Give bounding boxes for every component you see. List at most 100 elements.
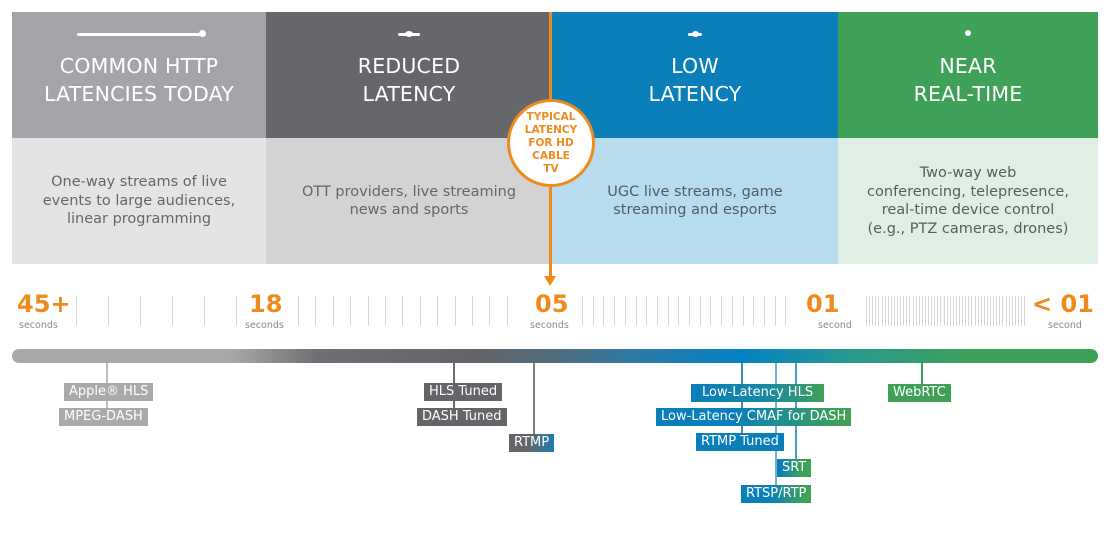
scale-tick [668, 296, 669, 326]
column-description-low-latency: UGC live streams, game streaming and esp… [552, 138, 838, 264]
protocol-rtmp-tuned: RTMP Tuned [696, 433, 784, 451]
scale-tick [894, 296, 895, 326]
scale-unit: second [1048, 320, 1082, 331]
badge-line: FOR HD [528, 136, 574, 149]
scale-tick [978, 296, 979, 326]
scale-value-less-than-01: < 01 [1032, 290, 1094, 318]
column-description-reduced-latency: OTT providers, live streaming news and s… [266, 138, 552, 264]
column-header-reduced-latency: REDUCED LATENCY [266, 12, 552, 138]
scale-tick [996, 296, 997, 326]
column-description-common-http: One-way streams of live events to large … [12, 138, 266, 264]
badge-line: TV [543, 162, 559, 175]
connector-line [533, 363, 535, 443]
hd-cable-latency-badge: TYPICAL LATENCY FOR HD CABLE TV [507, 99, 595, 187]
scale-tick [1012, 296, 1013, 326]
scale-tick [990, 296, 991, 326]
badge-line: LATENCY [524, 123, 578, 136]
protocol-low-latency-cmaf-dash: Low-Latency CMAF for DASH [656, 408, 852, 426]
scale-tick [646, 296, 647, 326]
scale-tick [869, 296, 870, 326]
scale-value-18: 18 [249, 290, 283, 318]
dot-latency-icon [965, 30, 971, 36]
connector-line [741, 363, 743, 443]
scale-tick [582, 296, 583, 326]
scale-tick [315, 296, 316, 326]
badge-line: TYPICAL [526, 110, 576, 123]
scale-tick [108, 296, 109, 326]
protocol-rtmp: RTMP [509, 434, 555, 452]
scale-value-01: 01 [806, 290, 840, 318]
scale-tick [984, 296, 985, 326]
scale-tick [882, 296, 883, 326]
column-title-line: COMMON HTTP [59, 54, 219, 78]
scale-tick [1002, 296, 1003, 326]
column-header-common-http: COMMON HTTP LATENCIES TODAY [12, 12, 266, 138]
scale-tick [1018, 296, 1019, 326]
scale-tick [76, 296, 77, 326]
scale-tick [909, 296, 910, 326]
scale-tick [689, 296, 690, 326]
scale-tick [385, 296, 386, 326]
scale-tick [987, 296, 988, 326]
column-header-near-real-time: NEAR REAL-TIME [838, 12, 1098, 138]
scale-tick [455, 296, 456, 326]
column-title: NEAR REAL-TIME [838, 52, 1098, 108]
protocol-dash-tuned: DASH Tuned [417, 408, 507, 426]
column-title: LOW LATENCY [552, 52, 838, 108]
scale-tick [953, 296, 954, 326]
scale-tick [965, 296, 966, 326]
latency-timeline-bar [12, 349, 1098, 363]
scale-tick [906, 296, 907, 326]
protocol-webrtc: WebRTC [888, 384, 951, 402]
scale-tick [710, 296, 711, 326]
scale-tick [900, 296, 901, 326]
scale-tick [878, 296, 879, 326]
scale-tick [891, 296, 892, 326]
scale-tick [437, 296, 438, 326]
scale-tick [350, 296, 351, 326]
description-line: OTT providers, live streaming [301, 183, 517, 200]
protocol-apple-hls: Apple® HLS [64, 383, 154, 401]
scale-tick [934, 296, 935, 326]
scale-tick [944, 296, 945, 326]
connector-line [775, 363, 777, 493]
scale-tick [1006, 296, 1007, 326]
scale-tick [775, 296, 776, 326]
scale-tick [897, 296, 898, 326]
scale-tick [593, 296, 594, 326]
scale-tick [931, 296, 932, 326]
description-line: (e.g., PTZ cameras, drones) [867, 220, 1069, 237]
description-line: linear programming [66, 211, 212, 228]
protocol-mpeg-dash: MPEG-DASH [59, 408, 148, 426]
protocol-rtsp-rtp: RTSP/RTP [741, 485, 812, 503]
scale-tick [903, 296, 904, 326]
scale-tick [678, 296, 679, 326]
scale-tick [402, 296, 403, 326]
scale-tick [625, 296, 626, 326]
scale-tick [916, 296, 917, 326]
scale-tick [172, 296, 173, 326]
scale-tick [204, 296, 205, 326]
scale-tick [937, 296, 938, 326]
column-description-near-real-time: Two-way web conferencing, telepresence, … [838, 138, 1098, 264]
scale-tick [743, 296, 744, 326]
scale-tick [928, 296, 929, 326]
column-title-line: NEAR [939, 54, 997, 78]
scale-unit: second [818, 320, 852, 331]
arrow-down-icon [544, 276, 556, 286]
scale-tick [298, 296, 299, 326]
scale-tick [472, 296, 473, 326]
description-line: Two-way web [919, 165, 1017, 181]
latency-end-dot-icon [405, 31, 413, 37]
scale-tick [999, 296, 1000, 326]
latency-end-dot-icon [199, 30, 206, 37]
scale-tick [1021, 296, 1022, 326]
scale-tick [785, 296, 786, 326]
scale-tick [925, 296, 926, 326]
scale-tick [975, 296, 976, 326]
description-line: conferencing, telepresence, [867, 183, 1069, 200]
scale-tick [753, 296, 754, 326]
column-title-line: REDUCED [357, 54, 461, 78]
description-line: news and sports [349, 202, 469, 218]
description-line: One-way streams of live [51, 174, 227, 191]
